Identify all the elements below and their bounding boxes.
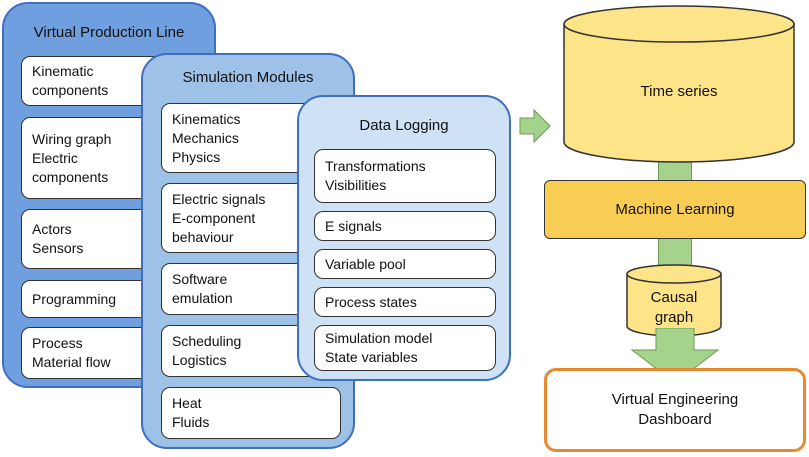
log-item-transformations: Transformations Visibilities	[314, 149, 496, 203]
time-series-cylinder	[563, 5, 795, 163]
sim-title: Simulation Modules	[182, 69, 314, 86]
log-item-simulation-model: Simulation model State variables	[314, 325, 496, 371]
causal-graph-label: Causal graph	[650, 289, 698, 326]
connector-time-series-ml	[658, 162, 692, 184]
data-logging-panel: Data Logging Transformations Visibilitie…	[297, 95, 511, 381]
log-item-variable-pool: Variable pool	[314, 249, 496, 279]
virtual-engineering-dashboard-box	[544, 368, 806, 452]
log-item-e-signals: E signals	[314, 211, 496, 241]
sim-item-heat-fluids: Heat Fluids	[161, 387, 341, 439]
time-series-label: Time series	[640, 83, 718, 100]
arrow-down-icon	[630, 328, 720, 384]
dashboard-label: Virtual Engineering Dashboard	[611, 391, 739, 428]
connector-ml-causal-graph	[658, 239, 692, 265]
machine-learning-label: Machine Learning	[615, 201, 735, 218]
causal-graph-cylinder	[626, 264, 722, 337]
log-title: Data Logging	[359, 117, 449, 134]
vpl-title: Virtual Production Line	[33, 24, 185, 41]
log-item-process-states: Process states	[314, 287, 496, 317]
machine-learning-box	[544, 180, 806, 239]
arrow-right-icon	[519, 108, 551, 144]
